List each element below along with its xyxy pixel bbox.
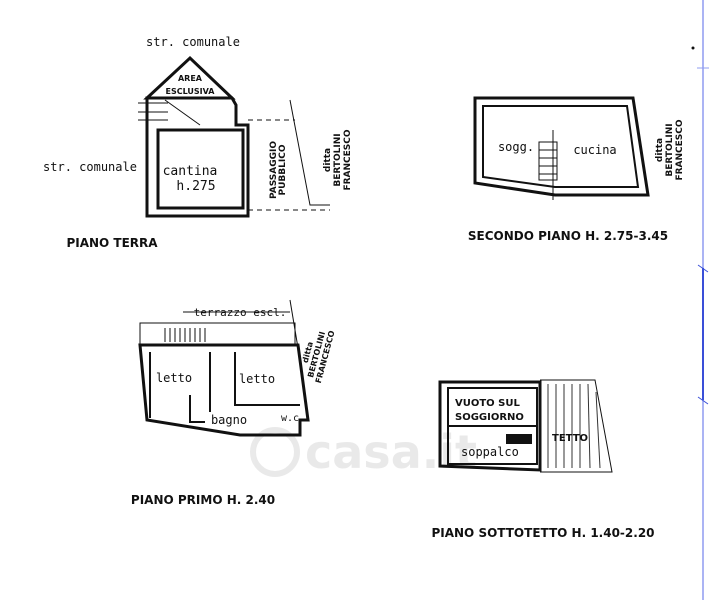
plan-title: PIANO PRIMO H. 2.40 <box>131 493 275 507</box>
neighbor-label: ditta <box>323 148 333 172</box>
passage-label: PASSAGGIO <box>269 141 279 199</box>
plan-secondo-piano: sogg. cucina ditta BERTOLINI FRANCESCO S… <box>468 96 685 243</box>
room-letto-2: letto <box>239 372 275 386</box>
neighbor-label-3: FRANCESCO <box>343 129 353 190</box>
void-label-2: SOGGIORNO <box>455 412 524 423</box>
neighbor-label-2: BERTOLINI <box>665 123 675 176</box>
street-label-top: str. comunale <box>146 35 240 49</box>
casa-it-watermark: casa.it <box>250 425 477 479</box>
room-soppalco: soppalco <box>461 445 519 459</box>
room-cantina: cantina <box>163 164 218 179</box>
svg-text:casa.it: casa.it <box>305 425 477 479</box>
plan-piano-sottotetto: VUOTO SUL SOGGIORNO soppalco TETTO PIANO… <box>431 379 655 540</box>
neighbor-label-3: FRANCESCO <box>675 119 685 180</box>
passage-label-2: PUBBLICO <box>278 144 288 195</box>
room-wc: w.c <box>281 413 299 424</box>
neighbor-label: ditta <box>655 138 665 162</box>
area-label: AREA <box>178 74 203 83</box>
room-letto-1: letto <box>156 371 192 385</box>
room-soggiorno: sogg. <box>498 140 534 154</box>
plan-title: PIANO TERRA <box>66 236 158 250</box>
street-label-left: str. comunale <box>43 160 137 174</box>
room-bagno: bagno <box>211 413 247 427</box>
plan-title: SECONDO PIANO H. 2.75-3.45 <box>468 229 668 243</box>
area-label-2: ESCLUSIVA <box>166 87 216 96</box>
plan-title: PIANO SOTTOTETTO H. 1.40-2.20 <box>431 526 654 540</box>
terrace-label: terrazzo escl. <box>194 306 287 319</box>
room-cucina: cucina <box>573 143 616 157</box>
plan-piano-terra: str. comunale str. comunale AREA ESCLUSI… <box>43 35 353 250</box>
margin-line <box>691 0 709 600</box>
void-label: VUOTO SUL <box>455 398 520 409</box>
room-height: h.275 <box>176 179 215 194</box>
roof-label: TETTO <box>552 433 588 444</box>
neighbor-label-2: BERTOLINI <box>333 133 343 186</box>
